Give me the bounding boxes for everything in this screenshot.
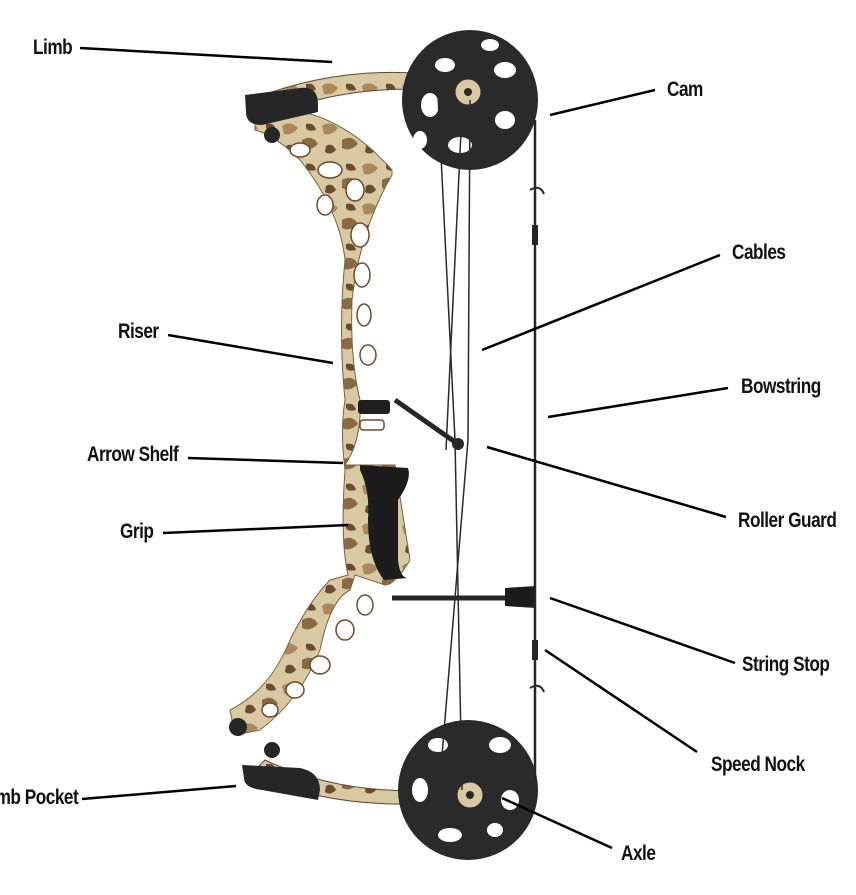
label-speed-nock: Speed Nock: [711, 753, 805, 776]
label-bowstring: Bowstring: [741, 375, 821, 398]
leader-cam: [549, 88, 656, 117]
riser: [229, 108, 411, 736]
lower-cam: [398, 720, 538, 860]
label-grip: Grip: [120, 520, 154, 543]
grip: [360, 465, 409, 580]
leader-string-stop: [549, 596, 736, 665]
leader-lines: [79, 46, 736, 850]
leader-roller-guard: [486, 445, 727, 519]
leader-cables: [481, 253, 721, 352]
label-roller-guard: Roller Guard: [738, 509, 837, 532]
leader-arrow-shelf: [187, 456, 344, 465]
leader-speed-nock: [544, 648, 698, 754]
cables: [437, 94, 471, 791]
label-cables: Cables: [732, 241, 786, 264]
leader-grip: [162, 523, 349, 535]
leader-limb-pocket: [81, 784, 237, 801]
label-riser: Riser: [118, 320, 159, 343]
string-stop-rod: [392, 586, 536, 608]
label-limb-pocket: Limb Pocket: [0, 786, 78, 809]
riser-logo-plate: [358, 400, 390, 414]
leader-axle: [501, 796, 613, 850]
label-axle: Axle: [621, 842, 656, 865]
label-cam: Cam: [667, 78, 703, 101]
bowstring: [529, 120, 545, 780]
leader-bowstring: [547, 386, 729, 419]
leader-limb: [79, 46, 333, 64]
label-arrow-shelf: Arrow Shelf: [87, 443, 179, 466]
label-limb: Limb: [33, 36, 73, 59]
leader-riser: [167, 333, 334, 365]
label-string-stop: String Stop: [742, 653, 830, 676]
